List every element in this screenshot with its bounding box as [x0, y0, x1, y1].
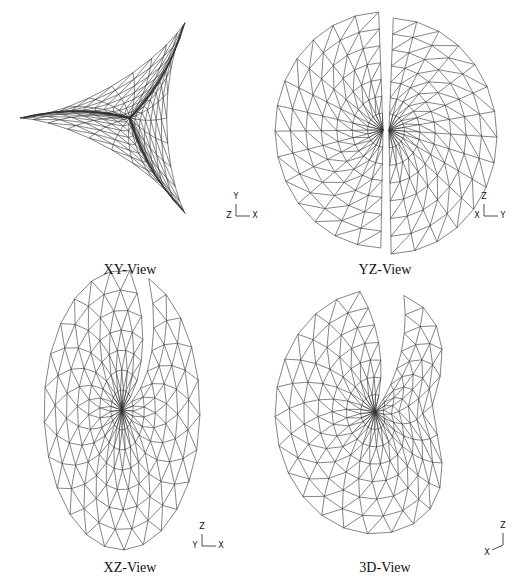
axis-label: Z	[500, 522, 505, 530]
xz-mesh	[44, 271, 200, 550]
view-caption: YZ-View	[359, 263, 412, 277]
axis-label: Z	[199, 523, 204, 531]
view-caption: 3D-View	[359, 561, 410, 575]
axis-label: Y	[501, 212, 506, 220]
axis-label: Y	[193, 542, 198, 550]
axis-label: X	[252, 212, 257, 220]
xy-mesh	[20, 23, 185, 214]
yz-mesh-left	[275, 12, 383, 248]
yz-mesh-right	[389, 18, 497, 254]
view-caption: XZ-View	[104, 561, 157, 575]
axis-label: Z	[226, 212, 231, 220]
view-caption: XY-View	[104, 263, 157, 277]
axis-triads	[202, 204, 503, 550]
axis-label: X	[474, 212, 479, 220]
axis-label: X	[218, 542, 223, 550]
iso-mesh	[275, 291, 442, 533]
axis-label: Z	[481, 193, 486, 201]
axis-label: X	[484, 549, 489, 557]
axis-label: Y	[234, 193, 239, 201]
